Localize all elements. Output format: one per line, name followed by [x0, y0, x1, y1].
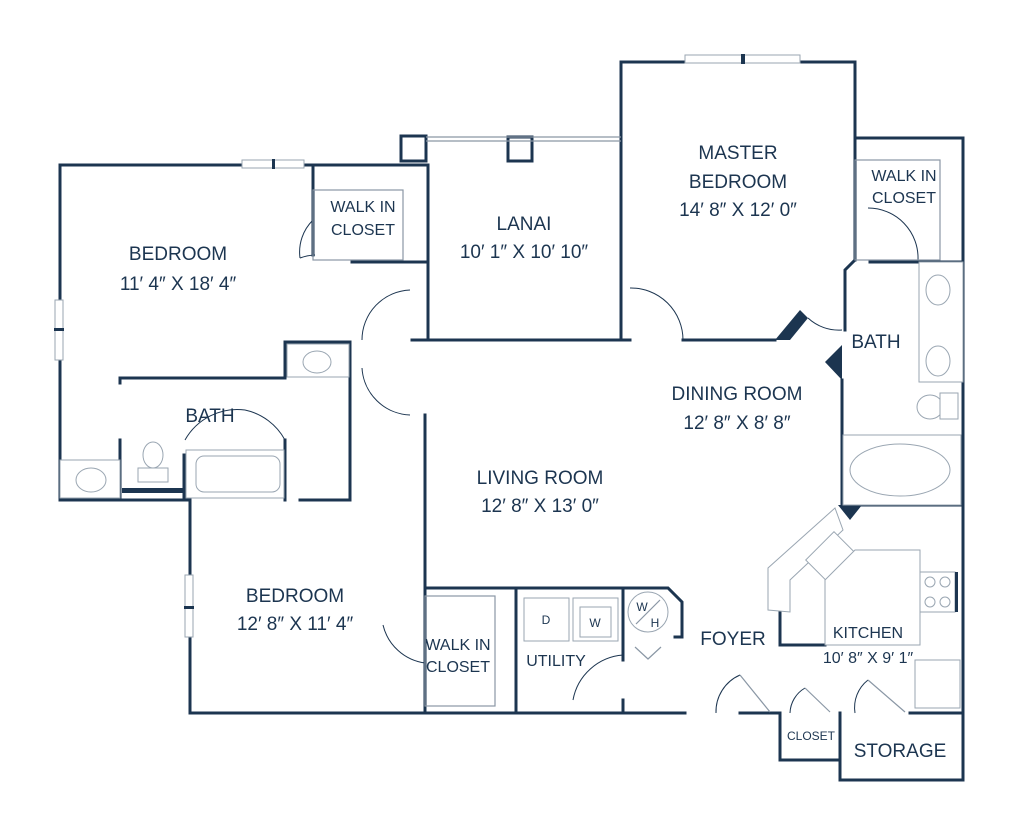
closet-3-line2: CLOSET [426, 659, 490, 676]
utility-name: UTILITY [526, 653, 586, 670]
master-closet-line2: CLOSET [872, 190, 936, 207]
walls [58, 60, 965, 782]
living-room-dims: 12′ 8″ X 13′ 0″ [481, 496, 599, 517]
bedroom-3-dims: 12′ 8″ X 11′ 4″ [237, 614, 354, 635]
washer-label: W [589, 616, 601, 630]
fixtures [59, 159, 964, 709]
living-room-name: LIVING ROOM [477, 468, 604, 489]
dining-room-name: DINING ROOM [672, 384, 803, 405]
master-bedroom-line1: MASTER [698, 143, 777, 164]
dryer-label: D [542, 613, 551, 627]
lanai-name: LANAI [497, 214, 552, 235]
kitchen-dims: 10′ 8″ X 9′ 1″ [823, 650, 914, 667]
bedroom-3-name: BEDROOM [246, 586, 344, 607]
water-heater-w: W [636, 600, 648, 614]
doors [184, 207, 919, 714]
closet-3-line1: WALK IN [425, 637, 490, 654]
closet-name: CLOSET [787, 729, 836, 743]
master-closet-line1: WALK IN [871, 168, 936, 185]
lanai-dims: 10′ 1″ X 10′ 10″ [460, 242, 589, 263]
solid-wall-corners [775, 310, 862, 520]
windows [54, 54, 801, 638]
closet-1-line1: WALK IN [330, 199, 395, 216]
water-heater-h: H [651, 616, 660, 630]
bath-2-name: BATH [185, 406, 234, 427]
dining-room-dims: 12′ 8″ X 8′ 8″ [683, 413, 790, 434]
master-bedroom-dims: 14′ 8″ X 12′ 0″ [679, 200, 797, 221]
kitchen-name: KITCHEN [833, 625, 903, 642]
bedroom-2-dims: 11′ 4″ X 18′ 4″ [120, 274, 237, 295]
room-labels: BEDROOM 11′ 4″ X 18′ 4″ WALK IN CLOSET L… [120, 143, 946, 762]
closet-1-line2: CLOSET [331, 222, 395, 239]
foyer-name: FOYER [700, 629, 765, 650]
bedroom-2-name: BEDROOM [129, 244, 227, 265]
master-bedroom-line2: BEDROOM [689, 172, 787, 193]
storage-name: STORAGE [854, 741, 947, 762]
master-bath-name: BATH [851, 332, 900, 353]
